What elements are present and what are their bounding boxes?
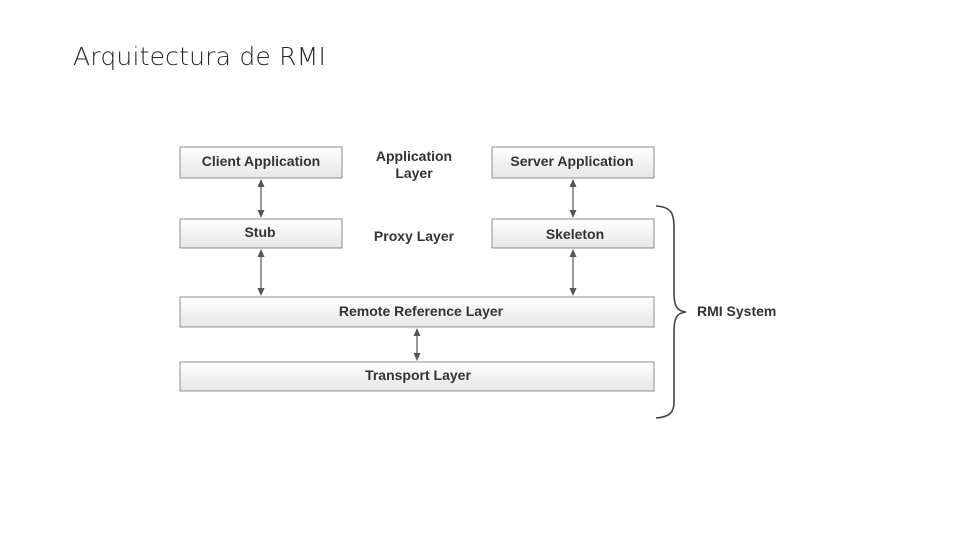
client-application-label: Client Application xyxy=(202,153,320,169)
arrow-remote-reference-transport xyxy=(413,328,421,361)
skeleton-box: Skeleton xyxy=(491,218,655,249)
client-application-box: Client Application xyxy=(179,146,343,179)
application-layer-label-line1: Application xyxy=(376,148,452,164)
application-layer-label-line2: Layer xyxy=(395,165,433,181)
proxy-layer-label: Proxy Layer xyxy=(374,228,455,244)
rmi-system-brace xyxy=(655,205,687,419)
server-application-label: Server Application xyxy=(510,153,633,169)
skeleton-label: Skeleton xyxy=(546,226,604,242)
transport-layer-box: Transport Layer xyxy=(179,361,655,392)
arrow-stub-remote-reference xyxy=(257,249,265,296)
stub-box: Stub xyxy=(179,218,343,249)
rmi-system-label: RMI System xyxy=(697,303,776,319)
arrow-client-stub xyxy=(257,179,265,218)
server-application-box: Server Application xyxy=(491,146,655,179)
transport-layer-label: Transport Layer xyxy=(365,367,471,383)
slide-title: Arquitectura de RMI xyxy=(73,42,327,71)
arrow-server-skeleton xyxy=(569,179,577,218)
arrow-skeleton-remote-reference xyxy=(569,249,577,296)
stub-label: Stub xyxy=(244,224,275,240)
remote-reference-layer-box: Remote Reference Layer xyxy=(179,296,655,328)
remote-reference-layer-label: Remote Reference Layer xyxy=(339,303,504,319)
